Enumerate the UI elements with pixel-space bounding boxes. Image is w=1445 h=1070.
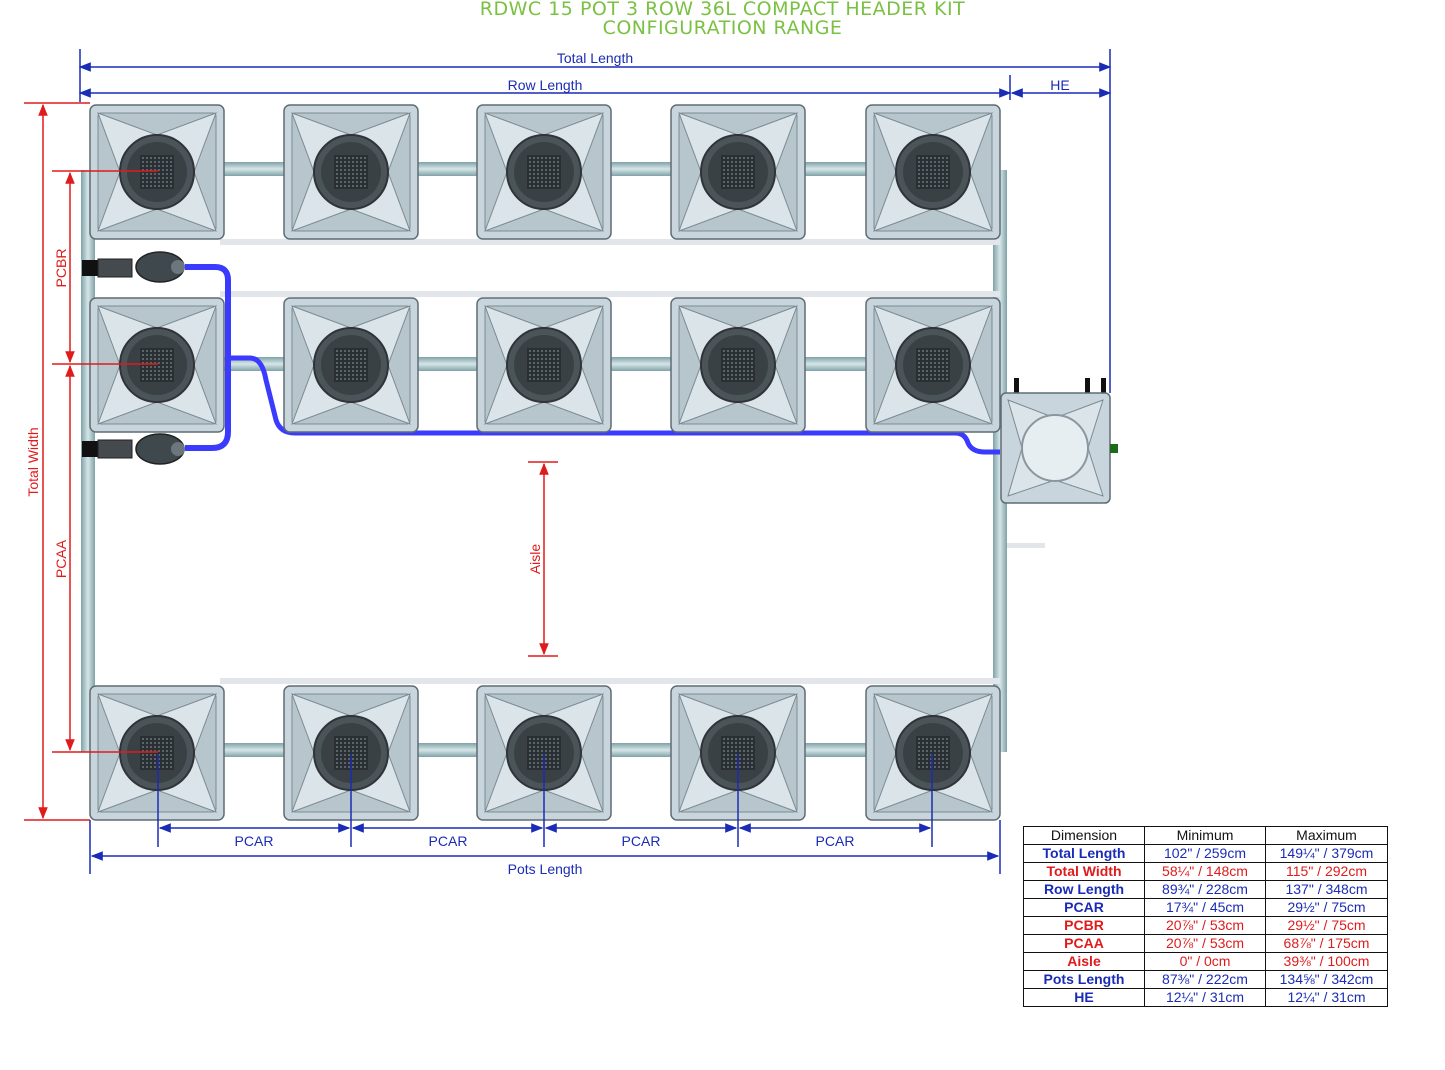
table-row: PCAA 20⅞" / 53cm 68⅞" / 175cm <box>1023 934 1388 953</box>
pot-r1-1 <box>89 104 225 240</box>
row-max: 115" / 292cm <box>1265 862 1388 881</box>
row-min: 12¼" / 31cm <box>1144 988 1266 1007</box>
table-row: Total Length 102" / 259cm 149¼" / 379cm <box>1023 844 1388 863</box>
table-row: Aisle 0" / 0cm 39⅜" / 100cm <box>1023 952 1388 971</box>
header-maximum: Maximum <box>1265 826 1388 845</box>
row-1-feed-line <box>220 239 1000 245</box>
he-label: HE <box>1050 77 1069 93</box>
row-min: 20⅞" / 53cm <box>1144 934 1266 953</box>
table-row: Pots Length 87⅜" / 222cm 134⅝" / 342cm <box>1023 970 1388 989</box>
pots-length-label: Pots Length <box>508 861 583 877</box>
row-name: Total Length <box>1023 844 1145 863</box>
row-name: PCAA <box>1023 934 1145 953</box>
pump-2 <box>82 433 185 465</box>
row-max: 29½" / 75cm <box>1265 916 1388 935</box>
drain-line <box>1007 543 1045 548</box>
row-name: HE <box>1023 988 1145 1007</box>
pcar-label-1: PCAR <box>235 833 274 849</box>
pump-1 <box>82 251 185 283</box>
total-width-label: Total Width <box>25 427 41 496</box>
pot-r2-1 <box>89 297 225 433</box>
header-dimension: Dimension <box>1023 826 1145 845</box>
table-row: Row Length 89¾" / 228cm 137" / 348cm <box>1023 880 1388 899</box>
row-min: 87⅜" / 222cm <box>1144 970 1266 989</box>
row-max: 12¼" / 31cm <box>1265 988 1388 1007</box>
row-name: PCBR <box>1023 916 1145 935</box>
pcar-label-4: PCAR <box>816 833 855 849</box>
pot-r1-4 <box>670 104 806 240</box>
row-max: 29½" / 75cm <box>1265 898 1388 917</box>
row-max: 39⅜" / 100cm <box>1265 952 1388 971</box>
left-return-pipe <box>81 170 95 752</box>
header-tank <box>1000 378 1118 504</box>
row-min: 17¾" / 45cm <box>1144 898 1266 917</box>
row-min: 58¼" / 148cm <box>1144 862 1266 881</box>
header-minimum: Minimum <box>1144 826 1266 845</box>
row-name: Row Length <box>1023 880 1145 899</box>
pcaa-label: PCAA <box>53 539 69 578</box>
table-row: PCBR 20⅞" / 53cm 29½" / 75cm <box>1023 916 1388 935</box>
row-max: 137" / 348cm <box>1265 880 1388 899</box>
table-row: Total Width 58¼" / 148cm 115" / 292cm <box>1023 862 1388 881</box>
pot-r3-5 <box>865 685 1001 821</box>
row-min: 102" / 259cm <box>1144 844 1266 863</box>
row-min: 0" / 0cm <box>1144 952 1266 971</box>
row-length-label: Row Length <box>508 77 583 93</box>
row-name: Total Width <box>1023 862 1145 881</box>
supply-hose <box>228 355 1000 455</box>
row-2-feed-line <box>220 291 1000 297</box>
row-max: 68⅞" / 175cm <box>1265 934 1388 953</box>
pot-r2-3 <box>476 297 612 433</box>
row-name: PCAR <box>1023 898 1145 917</box>
pot-r2-5 <box>865 297 1001 433</box>
title-line-1: RDWC 15 POT 3 ROW 36L COMPACT HEADER KIT <box>479 0 966 20</box>
row-max: 149¼" / 379cm <box>1265 844 1388 863</box>
row-3-feed-line <box>220 678 1000 684</box>
diagram-title: RDWC 15 POT 3 ROW 36L COMPACT HEADER KIT… <box>0 0 1445 38</box>
pot-r2-4 <box>670 297 806 433</box>
pcar-label-3: PCAR <box>622 833 661 849</box>
table-row: PCAR 17¾" / 45cm 29½" / 75cm <box>1023 898 1388 917</box>
row-name: Aisle <box>1023 952 1145 971</box>
pot-r1-2 <box>283 104 419 240</box>
title-line-2: CONFIGURATION RANGE <box>602 17 843 39</box>
dimension-table: Dimension Minimum Maximum Total Length 1… <box>1023 826 1388 1007</box>
table-header-row: Dimension Minimum Maximum <box>1023 826 1388 845</box>
pcbr-label: PCBR <box>53 249 69 288</box>
aisle-label: Aisle <box>527 544 543 575</box>
pot-r3-1 <box>89 685 225 821</box>
row-max: 134⅝" / 342cm <box>1265 970 1388 989</box>
pot-r1-5 <box>865 104 1001 240</box>
row-min: 89¾" / 228cm <box>1144 880 1266 899</box>
pcar-label-2: PCAR <box>429 833 468 849</box>
pot-r2-2 <box>283 297 419 433</box>
row-name: Pots Length <box>1023 970 1145 989</box>
total-length-label: Total Length <box>557 50 633 66</box>
pot-r1-3 <box>476 104 612 240</box>
row-min: 20⅞" / 53cm <box>1144 916 1266 935</box>
table-row: HE 12¼" / 31cm 12¼" / 31cm <box>1023 988 1388 1007</box>
